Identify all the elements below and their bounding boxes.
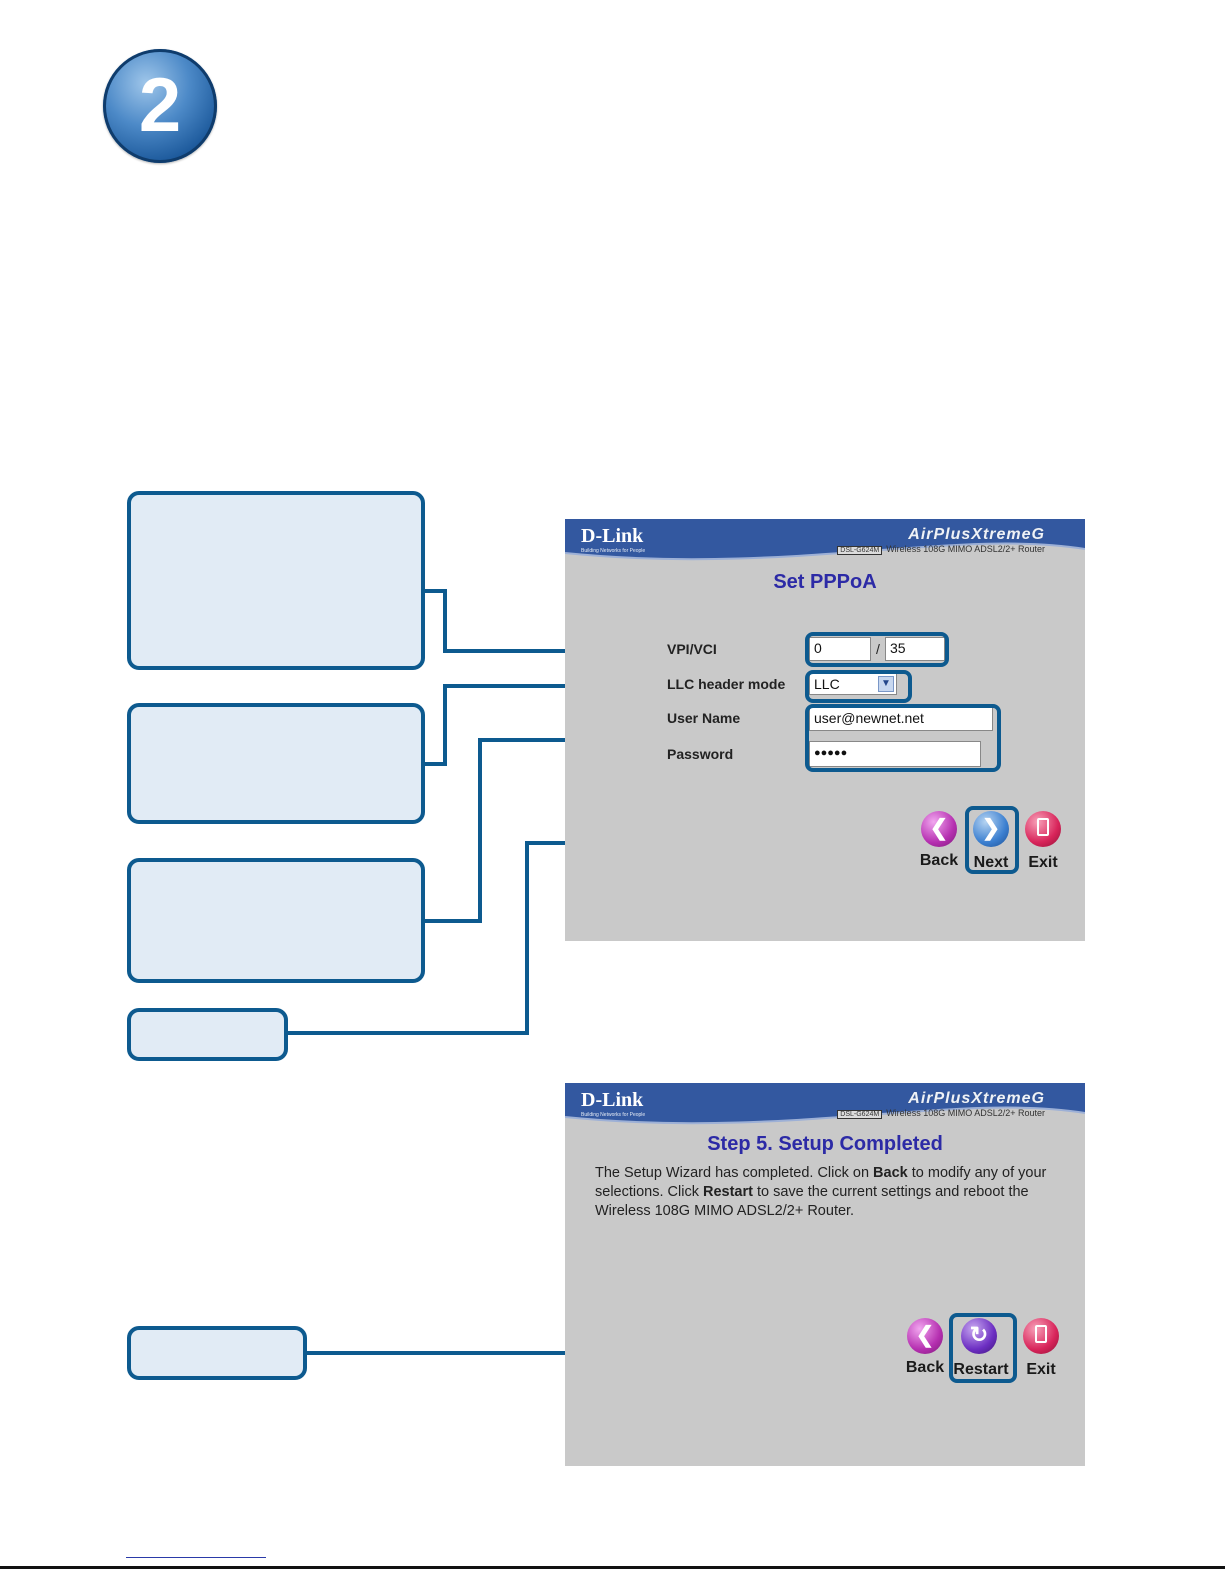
panel-header-banner [565, 519, 1085, 561]
vpi-input[interactable]: 0 [809, 637, 871, 661]
back-button[interactable]: ❮ [921, 811, 957, 847]
vpi-vci-label: VPI/VCI [667, 641, 717, 657]
page-title: Set PPPoA [773, 571, 877, 593]
footer-rule [0, 1566, 1225, 1569]
connector-credentials [478, 738, 482, 923]
vci-input[interactable]: 35 [885, 637, 945, 661]
door-icon [1037, 818, 1049, 836]
callout-llc-header-mode [127, 703, 425, 824]
dlink-logo: D-Link [581, 525, 644, 547]
callout-restart [127, 1326, 307, 1380]
exit-label[interactable]: Exit [1026, 1361, 1056, 1378]
airplus-logo: AirPlusXtremeG [908, 1090, 1045, 1107]
connector-credentials [423, 919, 482, 923]
arrow-left-icon: ❮ [915, 1322, 935, 1347]
highlight-next [965, 806, 1019, 874]
password-input[interactable]: ●●●●● [809, 741, 981, 767]
highlight-restart [949, 1313, 1017, 1383]
model-badge: DSL-G624M [837, 1110, 883, 1119]
connector-llc [423, 762, 447, 766]
chevron-down-icon[interactable]: ▼ [878, 676, 894, 692]
setup-completed-panel: D-Link Building Networks for People AirP… [565, 1083, 1085, 1466]
exit-button[interactable] [1023, 1318, 1059, 1354]
password-label: Password [667, 746, 734, 762]
dlink-tagline: Building Networks for People [581, 1112, 646, 1118]
connector-next [525, 841, 529, 1035]
highlight-llc [805, 670, 912, 703]
highlight-credentials [805, 704, 1001, 772]
step-number-badge: 2 [103, 49, 217, 163]
connector-next [286, 1031, 529, 1035]
page-title: Step 5. Setup Completed [707, 1133, 943, 1155]
callout-user-credentials [127, 858, 425, 983]
user-name-input[interactable]: user@newnet.net [809, 707, 993, 731]
next-label[interactable]: Next [973, 854, 1009, 871]
connector-llc [443, 684, 447, 766]
door-icon [1035, 1325, 1047, 1343]
model-text: Wireless 108G MIMO ADSL2/2+ Router [886, 1108, 1045, 1118]
model-badge: DSL-G624M [837, 546, 883, 555]
restart-button[interactable]: ↻ [961, 1318, 997, 1354]
user-name-label: User Name [667, 710, 741, 726]
restart-icon: ↻ [969, 1322, 989, 1347]
llc-header-mode-label: LLC header mode [667, 676, 786, 692]
setup-completed-description: The Setup Wizard has completed. Click on… [595, 1165, 1047, 1219]
dlink-tagline: Building Networks for People [581, 548, 646, 554]
connector-vpi-vci [443, 589, 447, 653]
callout-next [127, 1008, 288, 1061]
exit-button[interactable] [1025, 811, 1061, 847]
footer-link-underline [126, 1557, 266, 1558]
arrow-left-icon: ❮ [929, 815, 949, 840]
llc-selected-value: LLC [814, 676, 840, 692]
arrow-right-icon: ❯ [981, 815, 1001, 840]
back-label[interactable]: Back [919, 852, 959, 869]
exit-label[interactable]: Exit [1028, 854, 1058, 871]
back-button[interactable]: ❮ [907, 1318, 943, 1354]
vpi-vci-separator: / [876, 641, 880, 657]
next-button[interactable]: ❯ [973, 811, 1009, 847]
panel-header-banner [565, 1083, 1085, 1125]
airplus-logo: AirPlusXtremeG [908, 526, 1045, 543]
callout-vpi-vci [127, 491, 425, 670]
back-label[interactable]: Back [905, 1359, 945, 1376]
dlink-logo: D-Link [581, 1089, 644, 1111]
highlight-vpi-vci [805, 632, 949, 667]
llc-header-mode-select[interactable]: LLC ▼ [809, 673, 897, 695]
model-text: Wireless 108G MIMO ADSL2/2+ Router [886, 544, 1045, 554]
connector-vpi-vci [423, 589, 447, 593]
restart-label[interactable]: Restart [953, 1361, 1009, 1378]
